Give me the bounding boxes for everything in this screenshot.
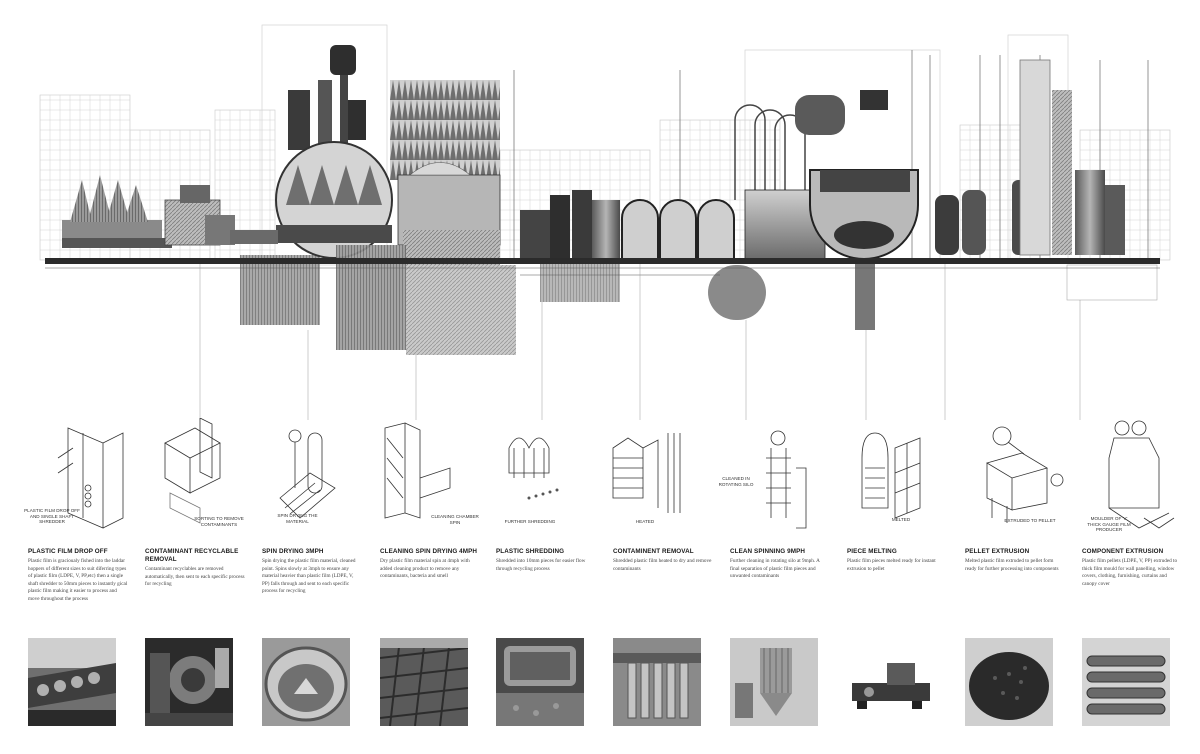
step-title: Plastic shredding — [496, 548, 565, 555]
callout-label: Cleaned in rotating silo — [718, 476, 754, 487]
sorting-machine-photo — [145, 638, 233, 726]
step-description: Melted plastic film extruded to pellet f… — [965, 558, 1059, 572]
step-description: Shredded plastic film heated to dry and … — [613, 558, 712, 572]
film-producer-axonometric-icon — [1108, 420, 1175, 529]
process-step: Component extrusion Plastic film pellets… — [1082, 548, 1182, 588]
process-step: Cleaning spin drying 4mph Dry plastic fi… — [380, 548, 480, 581]
callout-label: Further shredding — [504, 519, 556, 524]
step-title: Piece melting — [847, 548, 897, 555]
melting-machine-photo — [847, 638, 935, 726]
shredding-drum-photo — [496, 638, 584, 726]
rotating-silo-axonometric-icon — [766, 430, 807, 529]
sorting-axonometric-icon — [164, 418, 221, 524]
process-step: Piece melting Plastic film pieces melted… — [847, 548, 947, 573]
spin-dryer-photo — [262, 638, 350, 726]
step-description: Plastic film is gracioualy fished into t… — [28, 558, 128, 602]
callout-label: Plastic film drop off and single shaft s… — [24, 508, 80, 525]
callout-label: Sorting to remove contaminants — [194, 516, 244, 527]
step-description: Shredded into 10mm pieces for easier flo… — [496, 558, 586, 572]
callout-label: Moulder of 'v' thick gauge film producer — [1087, 516, 1131, 533]
step-title: Contaminent removal — [613, 548, 694, 555]
process-step: Contaminent removal Shredded plastic fil… — [613, 548, 713, 573]
callout-label: Heated — [635, 519, 655, 524]
step-title: Contaminant recyclable removal — [145, 548, 239, 563]
step-title: Pellet extrusion — [965, 548, 1030, 555]
process-step: Clean spinning 9mph Further cleaning in … — [730, 548, 830, 581]
cleaning-chamber-photo — [380, 638, 468, 726]
heater-axonometric-icon — [612, 433, 681, 513]
heater-photo — [613, 638, 701, 726]
step-description: Further cleaning in rotating silo at 9mp… — [730, 558, 820, 580]
plant-elevation-illustration — [39, 24, 1171, 420]
shredder-photo — [28, 638, 116, 726]
process-step: Pellet extrusion Melted plastic film ext… — [965, 548, 1065, 573]
extruder-axonometric-icon — [986, 426, 1064, 523]
callout-label: Extruded to pellet — [1004, 518, 1056, 523]
cleaning-chamber-axonometric-icon — [384, 422, 451, 519]
callout-label: Cleaning chamber spin — [431, 514, 479, 525]
process-step: Plastic shredding Shredded into 10mm pie… — [496, 548, 596, 573]
step-title: Spin drying 3mph — [262, 548, 324, 555]
step-title: Component extrusion — [1082, 548, 1164, 555]
melting-axonometric-icon — [861, 432, 921, 519]
spin-dryer-axonometric-icon — [279, 429, 336, 519]
callout-label: Spin drying the material — [277, 513, 318, 524]
process-step: Contaminant recyclable removal Contamina… — [145, 548, 245, 589]
shredder-axonometric-icon — [57, 427, 124, 529]
process-step: Spin drying 3mph Spin drying the plastic… — [262, 548, 362, 596]
step-description: Dry plastic film material spin at 4mph w… — [380, 558, 470, 580]
step-title: Clean spinning 9mph — [730, 548, 806, 555]
callout-label: Melted — [891, 517, 911, 522]
rotating-silo-photo — [730, 638, 818, 726]
step-title: Plastic film drop off — [28, 548, 108, 555]
pellets-photo — [965, 638, 1053, 726]
process-step: Plastic film drop off Plastic film is gr… — [28, 548, 128, 604]
step-description: Spin drying the plastic film material, c… — [262, 558, 356, 595]
film-extruder-photo — [1082, 638, 1170, 726]
step-description: Contaminant recyclables are removed auto… — [145, 566, 245, 588]
shredding-axonometric-icon — [508, 437, 559, 500]
step-description: Plastic film pellets (LDPE, V, PP) extru… — [1082, 558, 1178, 587]
step-description: Plastic film pieces melted ready for ins… — [847, 558, 936, 572]
step-title: Cleaning spin drying 4mph — [380, 548, 478, 555]
